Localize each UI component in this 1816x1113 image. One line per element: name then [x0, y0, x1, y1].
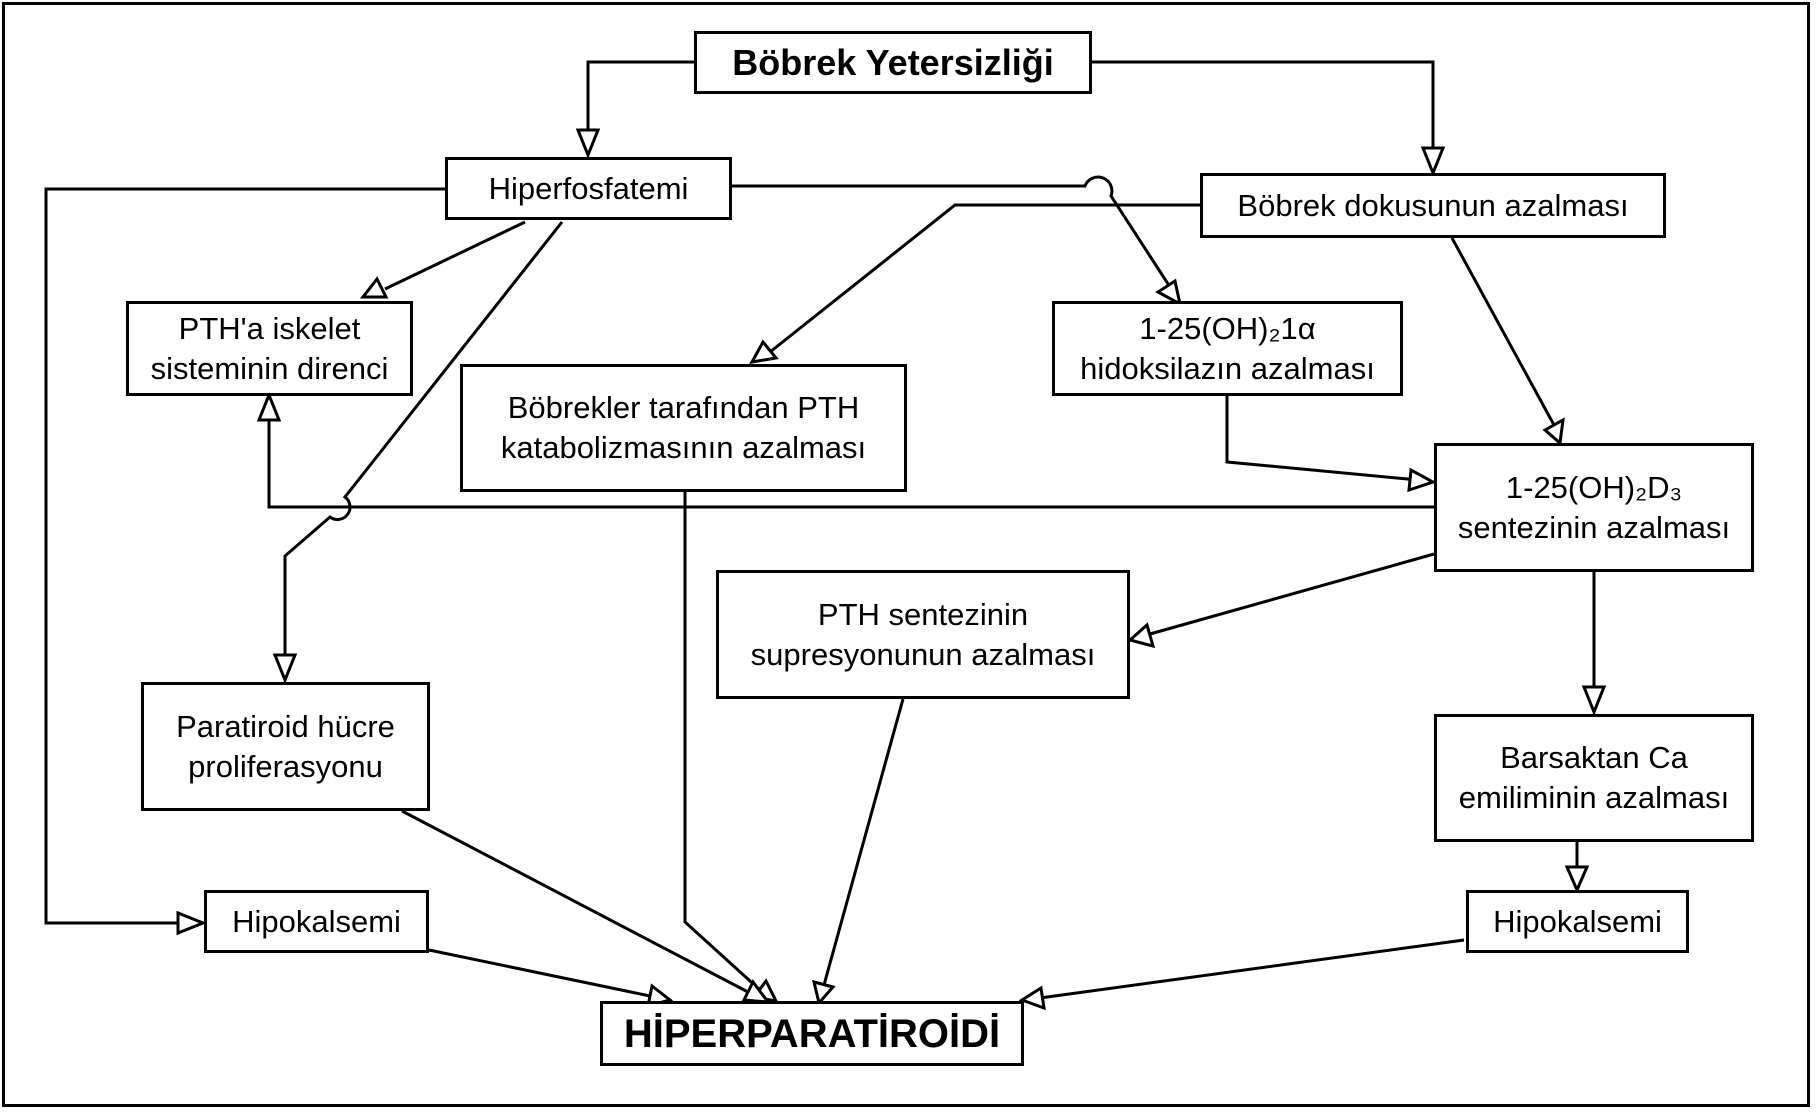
node-hiperparatiroidi: HİPERPARATİROİDİ	[600, 1001, 1024, 1066]
arrow-supresyon-to-hiperparatiroidi	[822, 698, 905, 986]
arrow-hiperfosfatemi-to-proliferasyon	[283, 221, 564, 670]
arrowhead	[575, 128, 601, 160]
arrow-katabolizma-to-hiperparatiroidi	[683, 492, 762, 992]
arrowhead	[1018, 985, 1046, 1011]
node-label: Böbrek Yetersizliği	[732, 41, 1054, 83]
arrowhead	[1420, 146, 1446, 178]
arrowhead	[359, 276, 389, 299]
arrow-hipokalsemi-left-to-hiperparatiroidi	[428, 948, 651, 998]
node-hidroksilaz: 1-25(OH)₂1α hidoksilazın azalması	[1052, 301, 1403, 396]
arrow-dokusu-to-vitd	[1450, 237, 1556, 426]
node-bobrek-yetersizligi: Böbrek Yetersizliği	[694, 31, 1092, 94]
arrowhead	[1155, 278, 1183, 307]
arrow-yetersizlik-to-dokusu	[1090, 60, 1435, 163]
arrow-vitd-to-iskelet	[267, 411, 1434, 509]
node-label: HİPERPARATİROİDİ	[623, 1011, 1001, 1056]
arrowhead	[1407, 467, 1437, 493]
arrow-dokusu-to-katabolizma	[769, 203, 1200, 354]
arrow-hidroksilaz-to-vitd	[1225, 396, 1419, 482]
arrowhead	[1126, 622, 1156, 649]
arrow-vitd-to-supresyon	[1149, 552, 1435, 636]
node-label: 1-25(OH)₂D₃ sentezinin azalması	[1457, 469, 1731, 545]
node-label: Hiperfosfatemi	[488, 170, 689, 206]
node-label: Böbrek dokusunun azalması	[1237, 187, 1629, 223]
node-label: Paratiroid hücre proliferasyonu	[176, 708, 395, 784]
arrowhead	[1564, 865, 1590, 894]
node-label: PTH'a iskelet sisteminin direnci	[150, 310, 389, 386]
arrowhead	[1581, 685, 1607, 717]
node-pth-supresyon: PTH sentezinin supresyonunun azalması	[716, 570, 1130, 699]
node-label: Hipokalsemi	[232, 903, 401, 939]
arrow-hiperfosfatemi-to-iskelet	[384, 220, 526, 291]
node-label: 1-25(OH)₂1α hidoksilazın azalması	[1080, 310, 1375, 386]
arrowhead	[256, 390, 282, 422]
arrow-hiperfosfatemi-to-hipokalsemi-left	[44, 187, 445, 925]
node-pth-iskelet-direnci: PTH'a iskelet sisteminin direnci	[126, 301, 413, 396]
node-bobrek-dokusu: Böbrek dokusunun azalması	[1200, 173, 1666, 238]
arrowhead	[1542, 417, 1565, 446]
node-label: PTH sentezinin supresyonunun azalması	[750, 596, 1096, 672]
node-vitd-sentez: 1-25(OH)₂D₃ sentezinin azalması	[1434, 443, 1754, 572]
node-hipokalsemi-left: Hipokalsemi	[204, 890, 429, 953]
arrowhead	[272, 653, 298, 685]
node-pth-katabolizma: Böbrekler tarafından PTH katabolizmasını…	[460, 364, 907, 492]
arrow-yetersizlik-to-hiperfosfatemi	[586, 60, 695, 145]
arrow-proliferasyon-to-hiperparatiroidi	[401, 809, 749, 994]
node-label: Böbrekler tarafından PTH katabolizmasını…	[500, 390, 867, 465]
node-label: Hipokalsemi	[1493, 903, 1662, 939]
arrow-hiperfosfatemi-to-hidroksilaz	[730, 175, 1172, 288]
node-barsak-ca: Barsaktan Ca emiliminin azalması	[1434, 714, 1754, 842]
node-hiperfosfatemi: Hiperfosfatemi	[445, 157, 732, 220]
arrow-hipokalsemi-right-to-hiperparatiroidi	[1039, 938, 1465, 1000]
arrowhead	[176, 910, 208, 936]
node-hipokalsemi-right: Hipokalsemi	[1466, 890, 1689, 953]
arrowhead	[749, 339, 779, 364]
node-paratiroid-proliferasyon: Paratiroid hücre proliferasyonu	[141, 682, 430, 811]
arrowhead	[811, 979, 836, 1007]
node-label: Barsaktan Ca emiliminin azalması	[1458, 740, 1730, 815]
